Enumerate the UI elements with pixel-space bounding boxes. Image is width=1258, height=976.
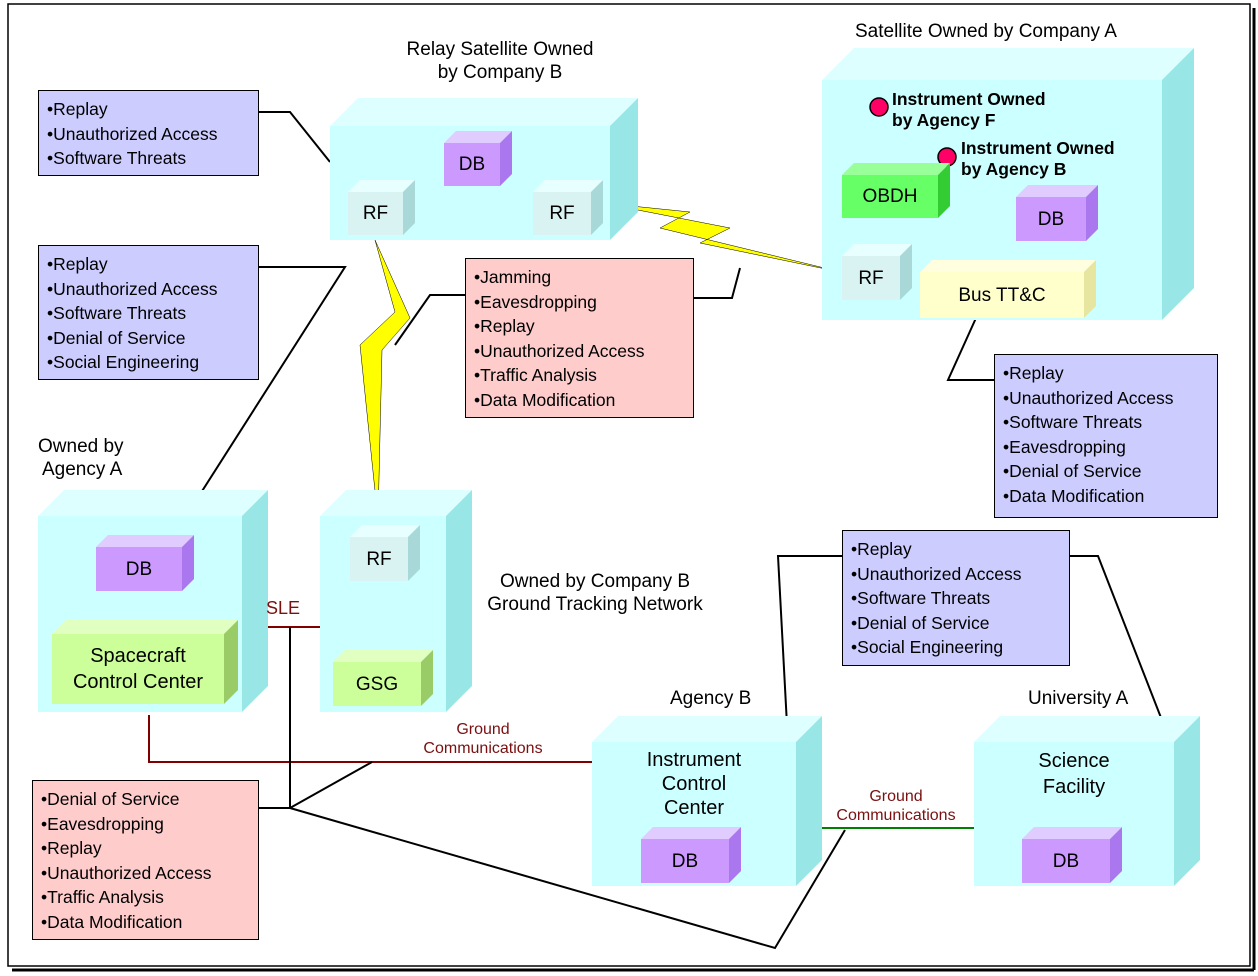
agency-a-db-cube: DB: [96, 535, 194, 591]
ground-rf-cube: RF: [350, 525, 420, 581]
obdh-cube: OBDH: [842, 163, 950, 218]
ground-threats-box: Denial of Service Eavesdropping Replay U…: [32, 780, 259, 940]
satellite-rf-cube: RF: [842, 244, 912, 300]
gsg-cube: GSG: [333, 650, 433, 706]
agency-a-threats-line: [189, 266, 347, 511]
agency-b-db-label: DB: [671, 850, 699, 872]
agency-a-threats-box: Replay Unauthorized Access Software Thre…: [38, 245, 259, 380]
frame-border: [7, 3, 1251, 967]
bus-ttc-label: Bus TT&C: [958, 284, 1046, 306]
university-db-cube: DB: [1022, 827, 1122, 883]
ground-rf-label: RF: [366, 548, 392, 570]
science-threats-box: Replay Unauthorized Access Software Thre…: [842, 530, 1070, 666]
relay-db-cube: DB: [444, 131, 512, 186]
satellite-rf-label: RF: [858, 267, 884, 289]
satellite-a-title: Satellite Owned by Company A: [855, 21, 1117, 42]
satellite-db-label: DB: [1037, 208, 1065, 230]
university-db-label: DB: [1052, 850, 1080, 872]
obdh-label: OBDH: [862, 186, 918, 207]
relay-threats-box: Replay Unauthorized Access Software Thre…: [38, 90, 259, 176]
relay-rf-left-cube: RF: [348, 180, 415, 235]
bus-ttc-cube: Bus TT&C: [920, 260, 1096, 318]
sle-label: SLE: [266, 598, 301, 618]
satellite-db-cube: DB: [1016, 185, 1098, 241]
satellite-threats-box: Replay Unauthorized Access Software Thre…: [994, 354, 1218, 518]
gsg-label: GSG: [355, 673, 399, 695]
relay-rf-right-label: RF: [549, 203, 575, 224]
relay-threats-line: [258, 111, 331, 163]
relay-db-label: DB: [458, 154, 486, 175]
relay-rf-left-label: RF: [362, 203, 389, 224]
university-a-title: University A: [1028, 688, 1129, 709]
agency-b-title: Agency B: [670, 688, 752, 709]
relay-rf-right-cube: RF: [533, 180, 603, 235]
link-threats-box: Jamming Eavesdropping Replay Unauthorize…: [465, 258, 694, 418]
agency-b-db-cube: DB: [641, 827, 741, 883]
relay-to-ground-link: [359, 239, 411, 521]
agency-a-db-label: DB: [125, 558, 153, 580]
